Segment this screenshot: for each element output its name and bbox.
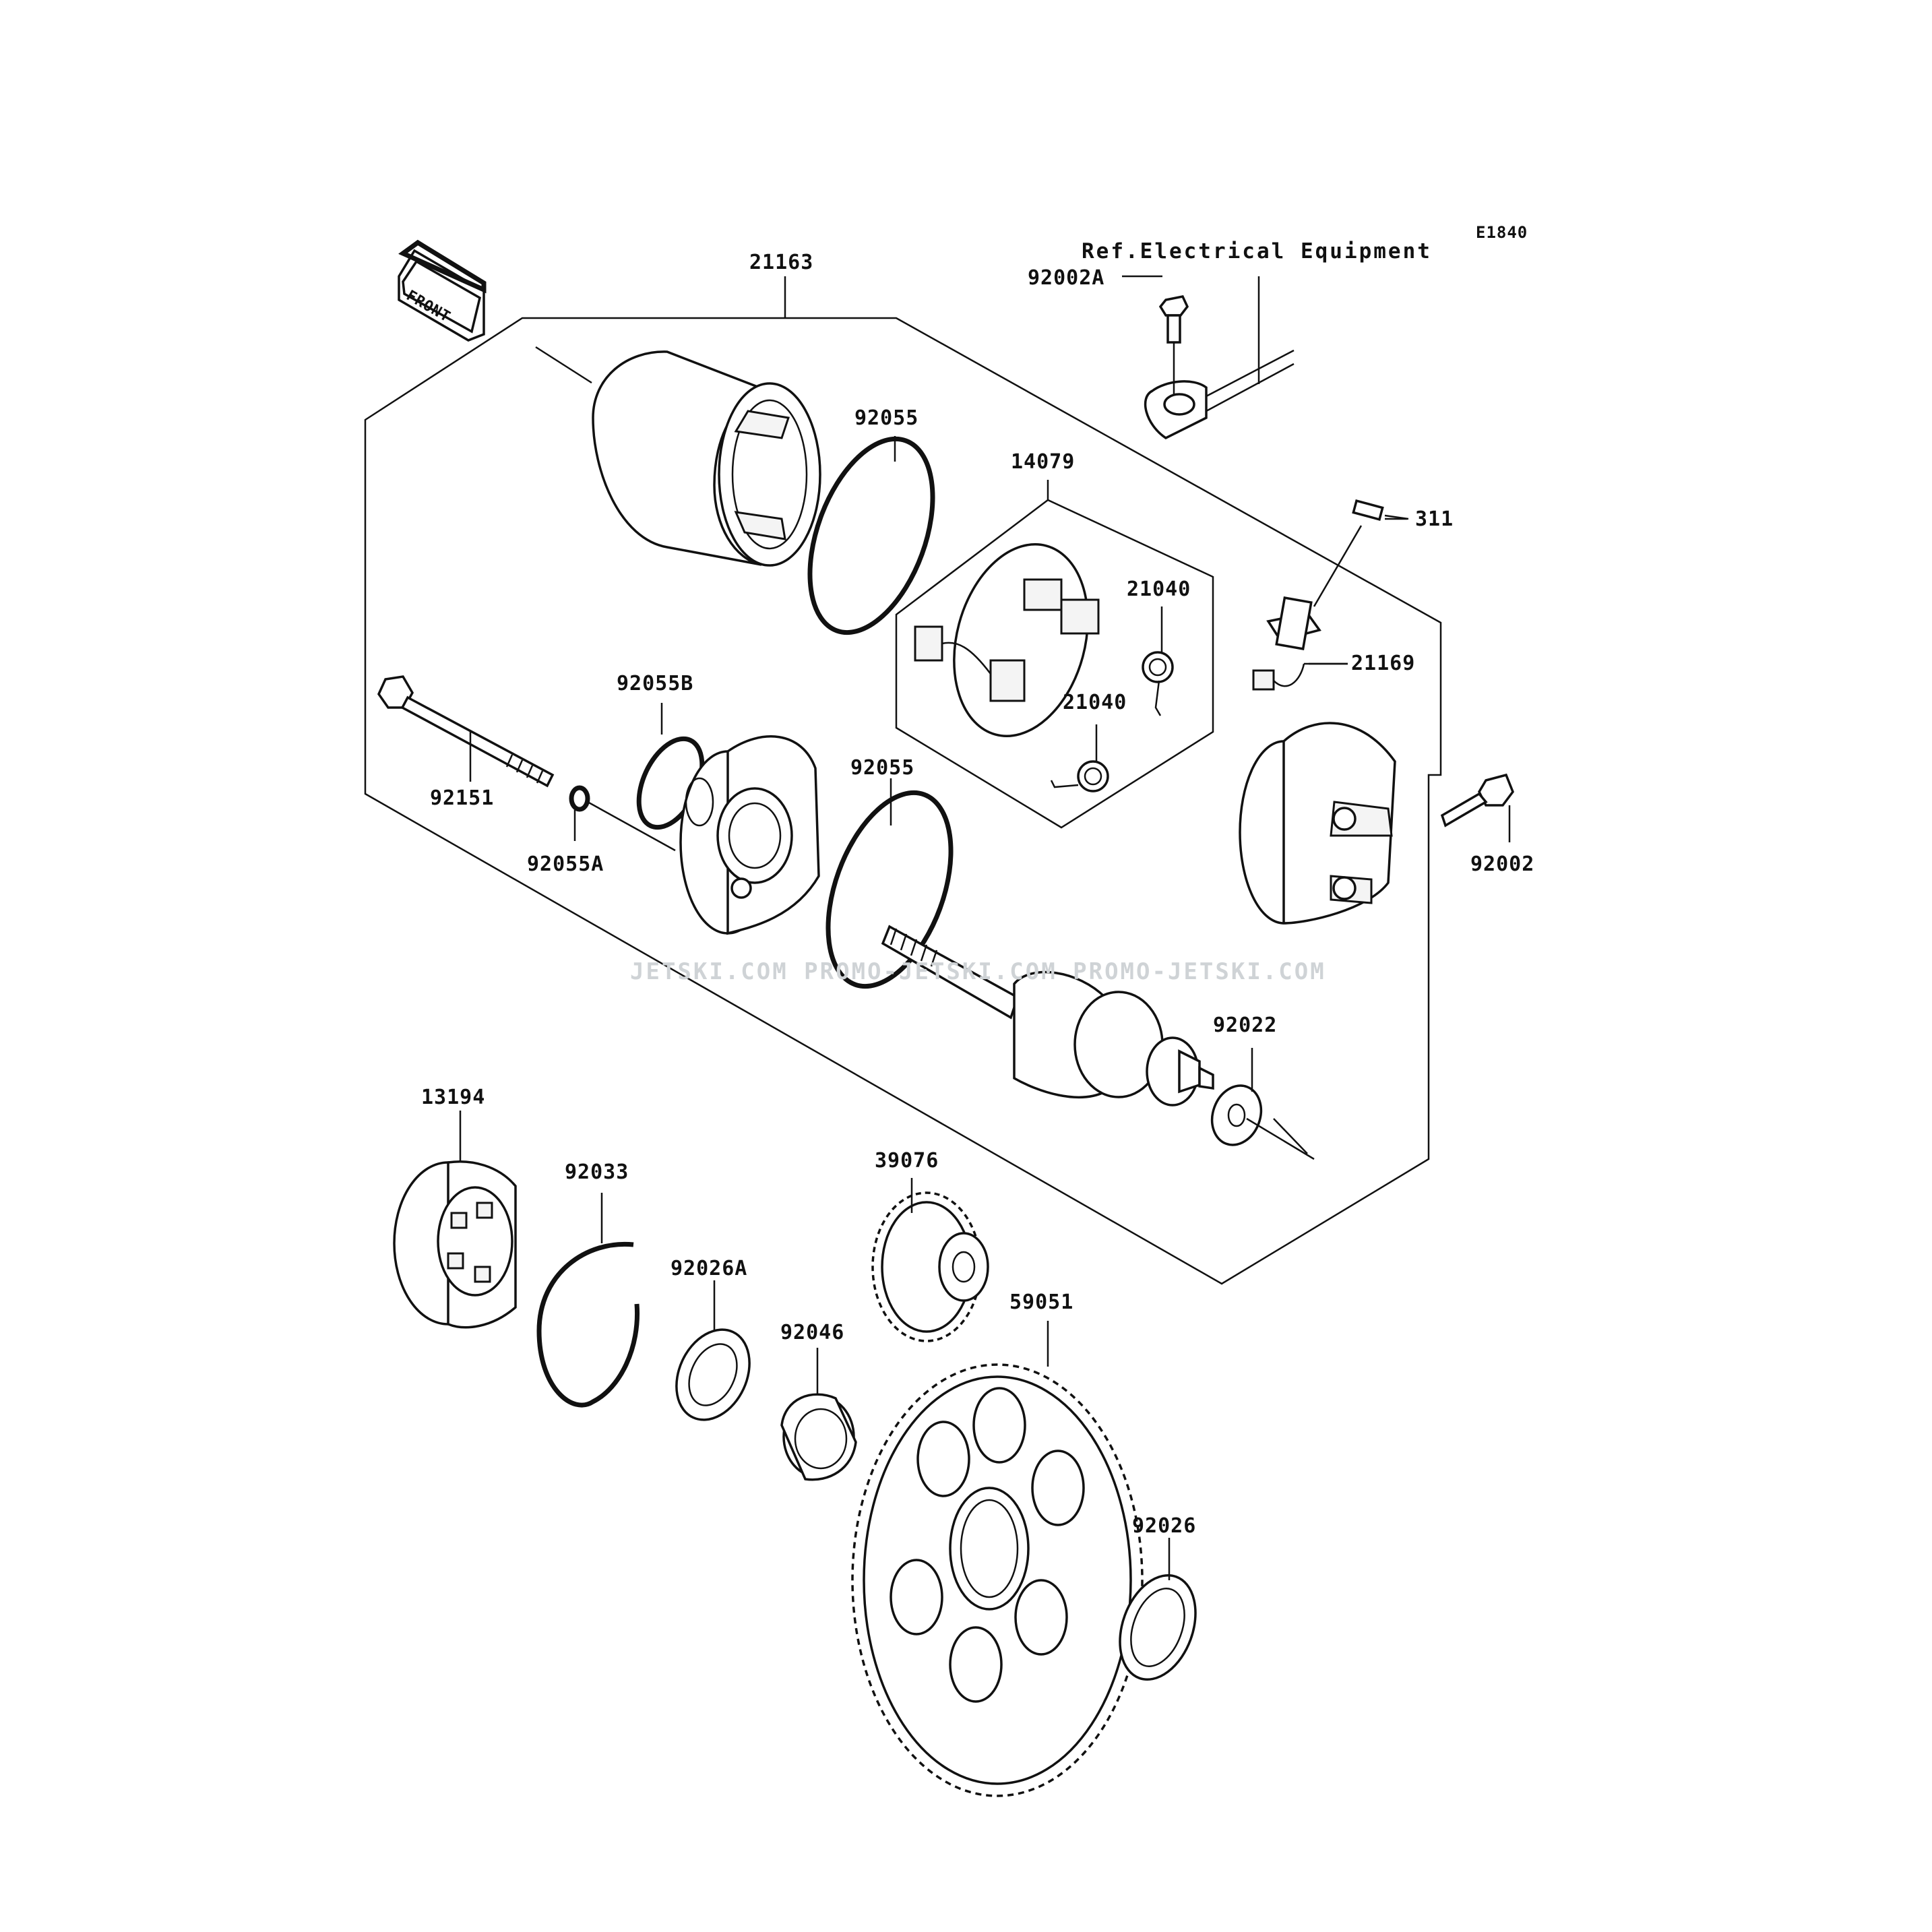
washer-92026a-drawing <box>675 1280 751 1421</box>
through-bolt-drawing <box>377 675 555 788</box>
washer-92022-drawing <box>1210 1048 1315 1160</box>
part-label[interactable]: 21040 <box>1063 691 1127 714</box>
part-label[interactable]: 59051 <box>1009 1290 1074 1314</box>
starter-assembly-outline <box>364 317 1442 1285</box>
part-label[interactable]: 311 <box>1415 507 1454 531</box>
part-label[interactable]: 14079 <box>1011 450 1076 474</box>
part-label[interactable]: 92055 <box>850 756 915 780</box>
washer-92026-drawing <box>1119 1538 1197 1681</box>
o-ring-upper-drawing <box>807 436 935 635</box>
part-label[interactable]: 92022 <box>1213 1014 1278 1037</box>
end-cover-drawing <box>1239 722 1396 925</box>
starter-gear-drawing <box>851 1321 1144 1797</box>
part-label[interactable]: 92033 <box>565 1160 629 1184</box>
small-o-ring-drawing <box>569 785 590 812</box>
part-label[interactable]: 92026 <box>1132 1514 1197 1538</box>
part-label[interactable]: 92026A <box>671 1257 748 1280</box>
bolt-92002-drawing <box>1440 773 1514 842</box>
part-label[interactable]: 92002 <box>1470 852 1535 876</box>
idler-gear-drawing <box>871 1178 989 1342</box>
armature-drawing <box>881 925 1214 1107</box>
needle-bearing-drawing <box>780 1348 857 1481</box>
front-arrow-icon <box>398 239 487 342</box>
terminal-bolt-drawing <box>1252 499 1409 691</box>
part-label[interactable]: 92151 <box>430 786 495 810</box>
snap-ring-drawing <box>536 1193 640 1408</box>
watermark: JETSKI.COM PROMO-JETSKI.COM PROMO-JETSKI… <box>630 958 1326 985</box>
reference-note: Ref.Electrical Equipment <box>1082 239 1432 263</box>
part-label[interactable]: 21040 <box>1127 578 1191 601</box>
part-label[interactable]: 21163 <box>749 251 814 274</box>
part-label[interactable]: 92055B <box>617 672 694 695</box>
clutch-drawing <box>393 1111 517 1329</box>
part-label[interactable]: 92055A <box>527 852 604 876</box>
diagram-code: E1840 <box>1476 223 1528 242</box>
front-cover-drawing <box>679 735 820 935</box>
part-label[interactable]: 13194 <box>421 1086 486 1109</box>
brush-spring-drawing <box>1050 606 1174 792</box>
part-label[interactable]: 92046 <box>780 1321 845 1344</box>
o-ring-lower-drawing <box>825 790 954 989</box>
yoke-housing-drawing <box>535 346 821 567</box>
part-label[interactable]: 92002A <box>1028 266 1105 290</box>
brush-plate-drawing <box>914 543 1100 737</box>
part-label[interactable]: 39076 <box>875 1149 939 1173</box>
terminal-lead-drawing <box>1122 275 1295 440</box>
part-label[interactable]: 21169 <box>1351 652 1416 675</box>
part-label[interactable]: 92055 <box>854 406 919 430</box>
